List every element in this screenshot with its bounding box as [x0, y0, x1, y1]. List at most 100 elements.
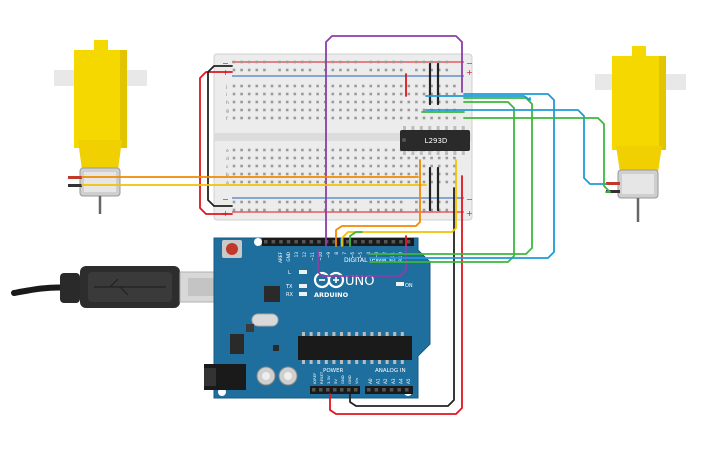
breadboard-hole: [316, 148, 319, 152]
rail-hole: [308, 200, 312, 204]
chip-pin: [453, 151, 457, 155]
breadboard-hole: [339, 116, 342, 120]
header-hole: [326, 388, 330, 392]
breadboard-hole: [278, 108, 281, 112]
breadboard-hole: [392, 172, 395, 176]
breadboard-hole: [361, 180, 365, 184]
rail-hole: [247, 68, 251, 72]
digital-pin-label: ~11: [310, 252, 315, 261]
breadboard-hole: [255, 116, 259, 120]
header-hole: [367, 388, 371, 392]
breadboard-hole: [369, 172, 373, 176]
power-pin-label: GND: [347, 375, 352, 384]
breadboard-hole: [285, 148, 289, 152]
breadboard-hole: [392, 84, 395, 88]
breadboard-hole: [301, 84, 304, 88]
header-hole: [332, 240, 336, 244]
breadboard-minus-top-right: −: [466, 59, 473, 68]
breadboard-hole: [415, 92, 418, 96]
breadboard-hole: [263, 180, 266, 184]
header-hole: [389, 388, 394, 392]
breadboard-hole: [293, 180, 297, 184]
breadboard-hole: [437, 180, 441, 184]
breadboard-hole: [263, 92, 266, 96]
breadboard-hole: [247, 84, 251, 88]
rail-hole: [445, 60, 449, 64]
breadboard-hole: [278, 92, 281, 96]
breadboard-hole: [415, 156, 418, 160]
breadboard-hole: [240, 180, 243, 184]
chip-pin: [411, 151, 415, 155]
breadboard-hole: [270, 84, 274, 88]
breadboard-hole: [308, 84, 312, 88]
rail-hole: [354, 208, 357, 212]
digital-pin-label: RX 0: [398, 252, 403, 262]
breadboard-hole: [247, 100, 251, 104]
rail-hole: [278, 68, 281, 72]
rail-hole: [384, 60, 388, 64]
breadboard-hole: [354, 84, 357, 88]
rail-hole: [369, 60, 373, 64]
atmega-pin: [309, 360, 313, 364]
breadboard-plus-bottom-right: +: [466, 209, 473, 218]
breadboard-hole: [384, 100, 388, 104]
breadboard-hole: [422, 116, 426, 120]
breadboard-hole: [354, 164, 357, 168]
breadboard-hole: [308, 108, 312, 112]
power-pin-label: 3.3V: [326, 375, 331, 384]
breadboard-hole: [445, 116, 449, 120]
breadboard-hole: [445, 100, 449, 104]
rail-hole: [293, 68, 297, 72]
power-pin-label: IOREF: [312, 373, 317, 384]
rail-hole: [285, 208, 289, 212]
breadboard-hole: [247, 148, 251, 152]
breadboard-hole: [453, 164, 456, 168]
breadboard-hole: [377, 180, 380, 184]
header-hole: [354, 388, 358, 392]
digital-pin-label: 12: [302, 252, 307, 258]
wire-red-power: [329, 175, 463, 415]
breadboard-hole: [392, 116, 395, 120]
breadboard-hole: [263, 156, 266, 160]
breadboard-hole: [437, 164, 441, 168]
breadboard-hole: [278, 172, 281, 176]
wire-purple-2: [317, 239, 407, 277]
breadboard-hole: [384, 92, 388, 96]
rail-hole: [240, 68, 243, 72]
breadboard-hole: [232, 100, 236, 104]
breadboard-hole: [354, 100, 357, 104]
breadboard-hole: [399, 100, 403, 104]
rail-hole: [399, 208, 403, 212]
atmega-pin: [347, 360, 351, 364]
atmega-pin: [340, 332, 343, 336]
breadboard-hole: [232, 148, 236, 152]
chip-label: L293D: [425, 137, 448, 145]
breadboard-hole: [377, 92, 380, 96]
chip-pin: [445, 126, 448, 130]
rail-hole: [346, 60, 350, 64]
digital-pin-label: ~5: [358, 252, 363, 259]
atmega-pin: [324, 332, 328, 336]
breadboard-hole: [453, 84, 456, 88]
breadboard-hole: [377, 156, 380, 160]
digital-pin-label: ~3: [374, 252, 379, 259]
rail-hole: [369, 200, 373, 204]
header-hole: [294, 240, 298, 244]
breadboard-hole: [308, 164, 312, 168]
led-rx-label: RX: [286, 292, 293, 298]
breadboard-hole: [270, 180, 274, 184]
digital-pin-label: ~6: [350, 252, 355, 259]
rail-hole: [247, 60, 251, 64]
breadboard-hole: [339, 172, 342, 176]
breadboard-hole: [263, 108, 266, 112]
rail-hole: [377, 208, 380, 212]
header-hole: [333, 388, 337, 392]
breadboard-hole: [392, 180, 395, 184]
rail-hole: [232, 68, 236, 72]
breadboard-hole: [361, 116, 365, 120]
rail-hole: [392, 68, 395, 72]
row-letter: a: [226, 181, 229, 186]
breadboard-hole: [247, 108, 251, 112]
breadboard-hole: [422, 108, 426, 112]
